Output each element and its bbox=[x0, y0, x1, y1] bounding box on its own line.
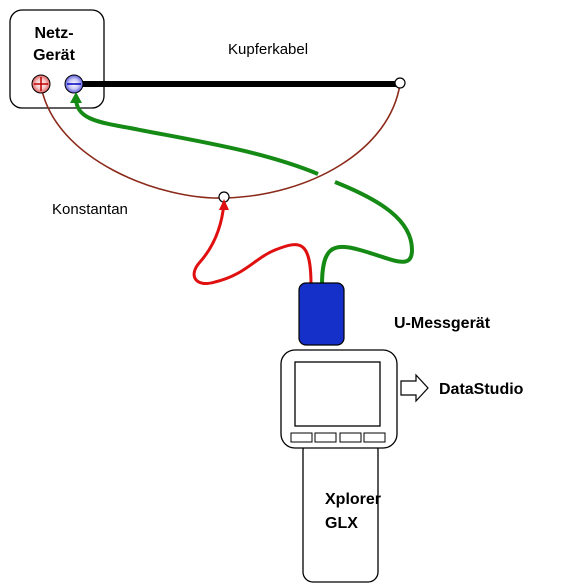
green-lead-upper bbox=[74, 97, 319, 176]
xplorer-label-line2: GLX bbox=[325, 515, 358, 532]
constantan-wire-right bbox=[223, 83, 401, 199]
xplorer-key-3 bbox=[339, 432, 362, 443]
minus-terminal bbox=[64, 74, 84, 94]
voltage-meter-label: U-Messgerät bbox=[394, 315, 491, 332]
constantan-wire-left bbox=[40, 85, 225, 199]
copper-cable-label: Kupferkabel bbox=[228, 41, 308, 58]
xplorer-screen bbox=[294, 361, 381, 427]
xplorer-key-2 bbox=[314, 432, 337, 443]
voltage-sensor bbox=[298, 282, 345, 346]
red-lead bbox=[192, 202, 313, 286]
xplorer-handle bbox=[302, 439, 379, 583]
copper-constantan-junction bbox=[394, 77, 406, 89]
xplorer-key-1 bbox=[290, 432, 313, 443]
power-supply-label-line1: Netz- bbox=[34, 25, 73, 42]
xplorer-key-4 bbox=[363, 432, 386, 443]
green-lead-arrowhead bbox=[70, 92, 82, 103]
constantan-label: Konstantan bbox=[52, 201, 128, 218]
datastudio-label: DataStudio bbox=[439, 381, 524, 398]
export-arrow-icon bbox=[400, 373, 429, 403]
red-lead-arrowhead bbox=[219, 199, 229, 210]
power-supply-label-line2: Gerät bbox=[33, 47, 75, 64]
xplorer-label-line1: Xplorer bbox=[325, 491, 381, 508]
plus-terminal bbox=[31, 74, 51, 94]
green-lead-lower bbox=[320, 180, 415, 286]
